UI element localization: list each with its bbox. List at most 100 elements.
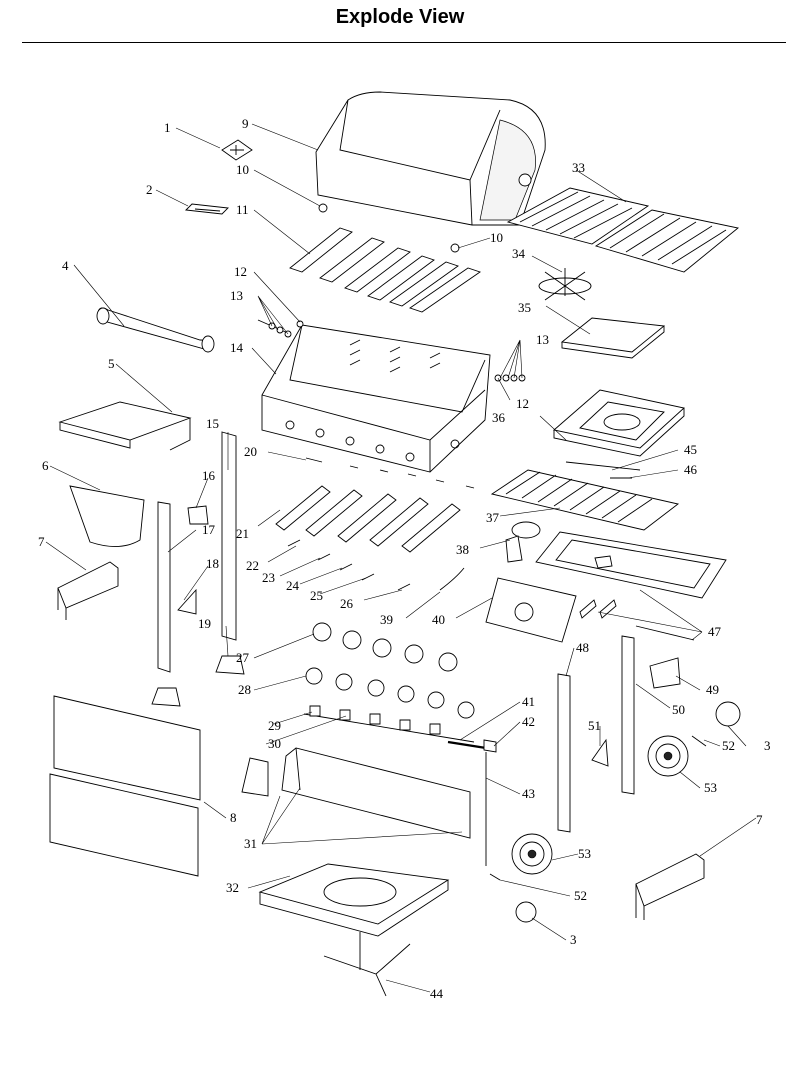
part-axle-pins <box>489 735 707 881</box>
part-manifold <box>303 705 475 743</box>
part-right-bracket <box>591 738 609 767</box>
callout-47: 47 <box>708 624 722 639</box>
callout-8: 8 <box>230 810 237 825</box>
part-bumper-b <box>450 243 460 253</box>
part-grease-tray <box>535 531 727 599</box>
callout-12b: 12 <box>516 396 529 411</box>
callout-41: 41 <box>522 694 535 709</box>
callout-11: 11 <box>236 202 249 217</box>
callout-labels: 1 2 3 3 4 5 6 7 7 8 9 10 10 11 12 12 13 … <box>38 116 771 1001</box>
part-base-cross <box>323 932 411 997</box>
part-side-shelf <box>58 401 192 451</box>
callout-30: 30 <box>268 736 281 751</box>
callout-9: 9 <box>242 116 249 131</box>
callout-21: 21 <box>236 526 249 541</box>
callout-25: 25 <box>310 588 323 603</box>
callout-36: 36 <box>492 410 506 425</box>
title-divider <box>22 42 786 43</box>
part-burners <box>275 485 461 553</box>
part-control-knobs <box>312 622 458 672</box>
part-side-burner-lid <box>560 317 666 353</box>
callout-53b: 53 <box>578 846 591 861</box>
callout-33: 33 <box>572 160 585 175</box>
part-side-burner <box>505 521 541 563</box>
callout-22: 22 <box>246 558 259 573</box>
part-small-brackets-47 <box>579 599 695 641</box>
callout-10b: 10 <box>490 230 503 245</box>
part-electrodes <box>305 457 475 489</box>
part-cap-a <box>715 701 741 727</box>
callout-51: 51 <box>588 718 601 733</box>
part-bumper-a <box>318 203 328 213</box>
part-doors <box>49 695 201 877</box>
part-left-leg <box>157 501 171 673</box>
part-right-leg-front <box>557 673 571 833</box>
callout-10: 10 <box>236 162 249 177</box>
part-shelf-bracket-right <box>635 853 705 920</box>
callout-53: 53 <box>704 780 717 795</box>
callout-44: 44 <box>430 986 444 1001</box>
callout-7b: 7 <box>756 812 763 827</box>
callout-49: 49 <box>706 682 719 697</box>
part-cap-b <box>515 901 537 923</box>
callout-17: 17 <box>202 522 216 537</box>
part-cup-holder <box>649 657 681 689</box>
callout-39: 39 <box>380 612 393 627</box>
callout-20: 20 <box>244 444 257 459</box>
callout-1: 1 <box>164 120 171 135</box>
callout-52: 52 <box>722 738 735 753</box>
parts-drawing <box>49 91 741 997</box>
callout-5: 5 <box>108 356 115 371</box>
part-logo-badge <box>185 203 229 215</box>
page-title: Explode View <box>335 6 465 28</box>
part-regulator-42 <box>483 739 497 753</box>
part-foot-a <box>215 655 245 675</box>
part-ignitor <box>187 505 209 525</box>
callout-18: 18 <box>206 556 219 571</box>
callout-15: 15 <box>206 416 219 431</box>
callout-24: 24 <box>286 578 300 593</box>
callout-leaders <box>45 123 757 993</box>
callout-48: 48 <box>576 640 589 655</box>
callout-52b: 52 <box>574 888 587 903</box>
callout-13b: 13 <box>536 332 549 347</box>
callout-43: 43 <box>522 786 535 801</box>
part-rack-bracket <box>538 268 592 301</box>
callout-3b: 3 <box>570 932 577 947</box>
callout-14: 14 <box>230 340 244 355</box>
part-heat-shields <box>287 539 411 591</box>
part-rod-45 <box>565 461 641 471</box>
part-flame-tamers <box>289 227 481 313</box>
callout-13: 13 <box>230 288 243 303</box>
callout-29: 29 <box>268 718 281 733</box>
part-handle <box>96 307 215 353</box>
part-hose-39 <box>439 567 465 591</box>
callout-27: 27 <box>236 650 250 665</box>
part-bezels <box>305 667 475 719</box>
callout-38: 38 <box>456 542 469 557</box>
part-lid <box>315 91 546 226</box>
part-bottom-shelf <box>258 863 450 937</box>
callout-26: 26 <box>340 596 354 611</box>
part-wheel-front <box>511 833 553 875</box>
callout-31: 31 <box>244 836 257 851</box>
part-hose-41 <box>447 740 487 750</box>
callout-28: 28 <box>238 682 251 697</box>
callout-4: 4 <box>62 258 69 273</box>
part-hardware-right <box>494 374 526 382</box>
callout-45: 45 <box>684 442 697 457</box>
part-cooking-grates <box>506 187 740 273</box>
callout-7: 7 <box>38 534 45 549</box>
callout-3: 3 <box>764 738 771 753</box>
callout-35: 35 <box>518 300 531 315</box>
callout-46: 46 <box>684 462 698 477</box>
callout-12: 12 <box>234 264 247 279</box>
callout-2: 2 <box>146 182 153 197</box>
part-shelf-end <box>69 485 145 547</box>
part-foot-b <box>151 687 181 707</box>
part-label-plate <box>221 139 253 161</box>
callout-34: 34 <box>512 246 526 261</box>
part-warming-rack <box>490 469 680 531</box>
callout-23: 23 <box>262 570 275 585</box>
